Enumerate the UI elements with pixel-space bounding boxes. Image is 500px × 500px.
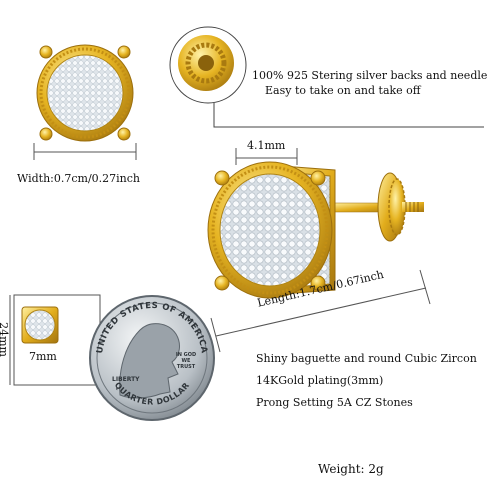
stones-label: Shiny baguette and round Cubic Zircon: [256, 352, 477, 365]
quarter-coin: [89, 295, 215, 421]
earring-side-view: [207, 161, 424, 299]
depth-dimension: [235, 148, 298, 165]
callout-line: [213, 103, 484, 128]
screw-back-closeup: [169, 26, 247, 104]
earring-front-view: [36, 44, 134, 142]
depth-label: 4.1mm: [247, 139, 286, 152]
height-label: 24mm: [0, 322, 10, 357]
coin-motto: IN GOD WE TRUST: [175, 352, 197, 370]
size-label: 7mm: [29, 350, 57, 363]
coin-liberty: LIBERTY: [112, 376, 140, 383]
weight-label: Weight: 2g: [318, 462, 384, 476]
backs-label: 100% 925 Stering silver backs and needle: [252, 69, 488, 82]
coin-top-text: UNITED STATES OF AMERICA: [95, 301, 208, 354]
setting-label: Prong Setting 5A CZ Stones: [256, 396, 413, 409]
length-dimension: [210, 269, 431, 353]
width-dimension: [33, 143, 137, 160]
easy-label: Easy to take on and take off: [265, 84, 421, 97]
width-label: Width:0.7cm/0.27inch: [17, 172, 141, 185]
plating-label: 14KGold plating(3mm): [256, 374, 384, 387]
svg-text:UNITED STATES OF AMERICA: UNITED STATES OF AMERICA: [95, 301, 209, 354]
scale-reference-box: [13, 294, 101, 386]
